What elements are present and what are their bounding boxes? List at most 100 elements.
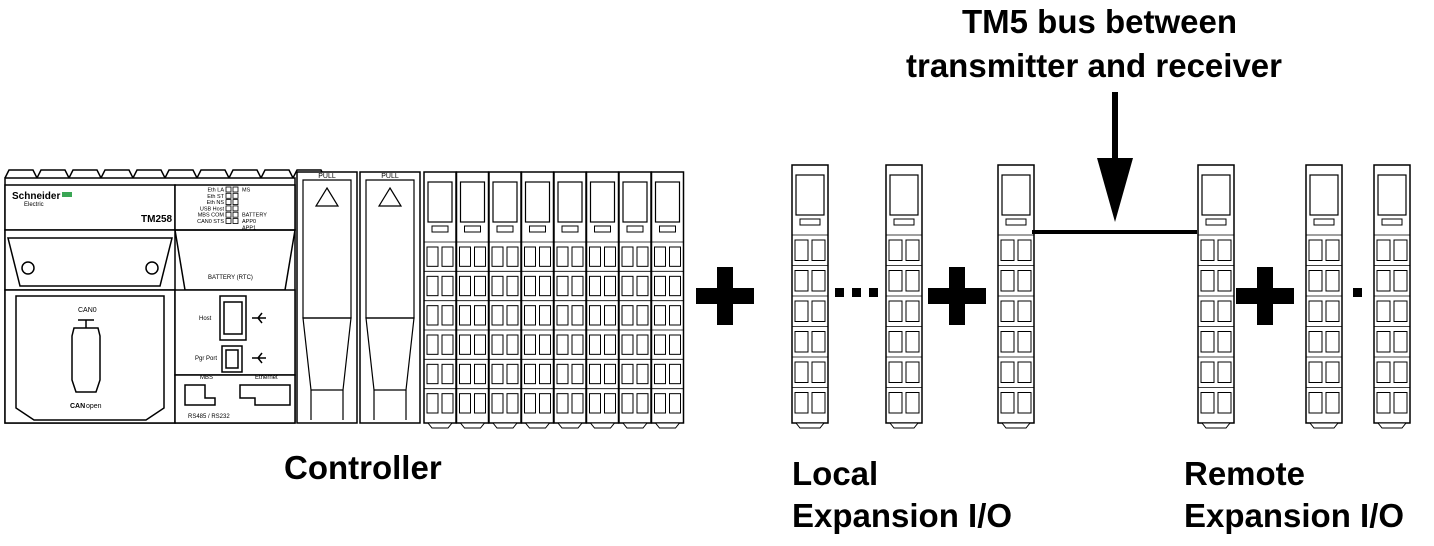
tm5-bus-annotation-line2: transmitter and receiver (906, 47, 1283, 84)
terminal-clamp (604, 275, 616, 297)
module-led-slot (799, 218, 821, 226)
led-indicator (225, 186, 232, 193)
terminal-clamp (524, 275, 536, 297)
terminal-clamp (459, 246, 471, 267)
terminal-clamp (1325, 270, 1340, 292)
controller-caption: Controller (284, 449, 442, 486)
controller-io-slice (585, 171, 620, 429)
terminal-clamp (539, 246, 551, 267)
terminal-clamp (621, 275, 634, 297)
terminal-clamp (669, 393, 681, 414)
terminal-clamp (539, 334, 551, 355)
module-foot (1200, 422, 1232, 429)
led-indicator (232, 192, 239, 199)
can0-label: CAN0 (78, 307, 97, 314)
terminal-clamp (621, 334, 634, 355)
terminal-clamp (654, 246, 666, 267)
led-indicator (232, 186, 239, 193)
can-panel-inner (15, 295, 165, 421)
terminal-clamp (571, 363, 584, 385)
terminal-clamp (491, 305, 504, 326)
module-foot (589, 422, 616, 429)
module-led-slot (659, 225, 676, 233)
led-indicator (225, 218, 232, 224)
terminal-clamp (441, 275, 454, 297)
terminal-clamp (1000, 361, 1015, 383)
terminal-clamp (1000, 331, 1015, 353)
terminal-clamp (1325, 300, 1340, 322)
terminal-clamp (636, 246, 649, 267)
terminal-clamp (888, 392, 903, 414)
led-label: MS (242, 188, 251, 194)
terminal-clamp (571, 275, 584, 297)
terminal-clamp (905, 331, 920, 353)
terminal-clamp (1393, 270, 1408, 292)
brand-name: Schneider (12, 191, 60, 202)
terminal-clamp (459, 393, 471, 414)
terminal-clamp (1017, 361, 1032, 383)
module-label-window (1001, 174, 1031, 216)
terminal-clamp (811, 331, 826, 353)
led-label: APP0 (242, 219, 256, 225)
led-indicator (225, 211, 232, 218)
terminal-clamp (621, 305, 634, 326)
terminal-clamp (524, 246, 536, 267)
terminal-clamp (539, 275, 551, 297)
module-label-window (492, 181, 518, 223)
module-led-slot (626, 225, 644, 233)
terminal-clamp (1308, 331, 1323, 353)
terminal-clamp (491, 393, 504, 414)
terminal-clamp (905, 300, 920, 322)
canopen-logo-bold: CAN (70, 403, 85, 410)
module-label-window (459, 181, 486, 223)
terminal-clamp (1200, 392, 1215, 414)
terminal-clamp (571, 246, 584, 267)
terminal-clamp (811, 270, 826, 292)
controller-top-edge (4, 169, 326, 180)
terminal-clamp (1200, 270, 1215, 292)
model-label: TM258 (141, 214, 173, 225)
ellipsis-dot (852, 288, 861, 297)
terminal-clamp (1200, 239, 1215, 261)
terminal-clamp (1376, 270, 1391, 292)
terminal-clamp (1017, 392, 1032, 414)
led-indicator (232, 218, 239, 224)
module-led-slot (431, 225, 449, 233)
terminal-clamp (1017, 270, 1032, 292)
controller-io-slice (455, 171, 490, 429)
terminal-clamp (506, 393, 519, 414)
terminal-clamp (604, 305, 616, 326)
terminal-clamp (1376, 361, 1391, 383)
terminal-clamp (556, 305, 569, 326)
terminal-clamp (654, 393, 666, 414)
terminal-clamp (888, 331, 903, 353)
terminal-clamp (1017, 300, 1032, 322)
module-led-slot (496, 225, 514, 233)
terminal-clamp (1200, 331, 1215, 353)
terminal-clamp (459, 305, 471, 326)
bus-arrow-shaft (1112, 92, 1118, 160)
remote-expansion-caption-line2: Expansion I/O (1184, 497, 1405, 534)
terminal-clamp (794, 392, 809, 414)
terminal-clamp (654, 275, 666, 297)
terminal-clamp (654, 363, 666, 385)
controller-io-slice (520, 171, 555, 429)
rs485-label: RS485 / RS232 (188, 414, 230, 420)
terminal-clamp (589, 363, 601, 385)
terminal-clamp (1325, 331, 1340, 353)
host-label: Host (199, 316, 212, 322)
terminal-clamp (474, 393, 486, 414)
terminal-clamp (1376, 392, 1391, 414)
terminal-clamp (571, 334, 584, 355)
terminal-clamp (1000, 270, 1015, 292)
terminal-clamp (441, 393, 454, 414)
terminal-clamp (556, 275, 569, 297)
plus-sign (696, 267, 754, 325)
terminal-clamp (1000, 239, 1015, 261)
terminal-clamp (1308, 361, 1323, 383)
status-leds (225, 186, 239, 224)
module-led-slot (1205, 218, 1227, 226)
terminal-clamp (1393, 392, 1408, 414)
terminal-clamp (654, 305, 666, 326)
